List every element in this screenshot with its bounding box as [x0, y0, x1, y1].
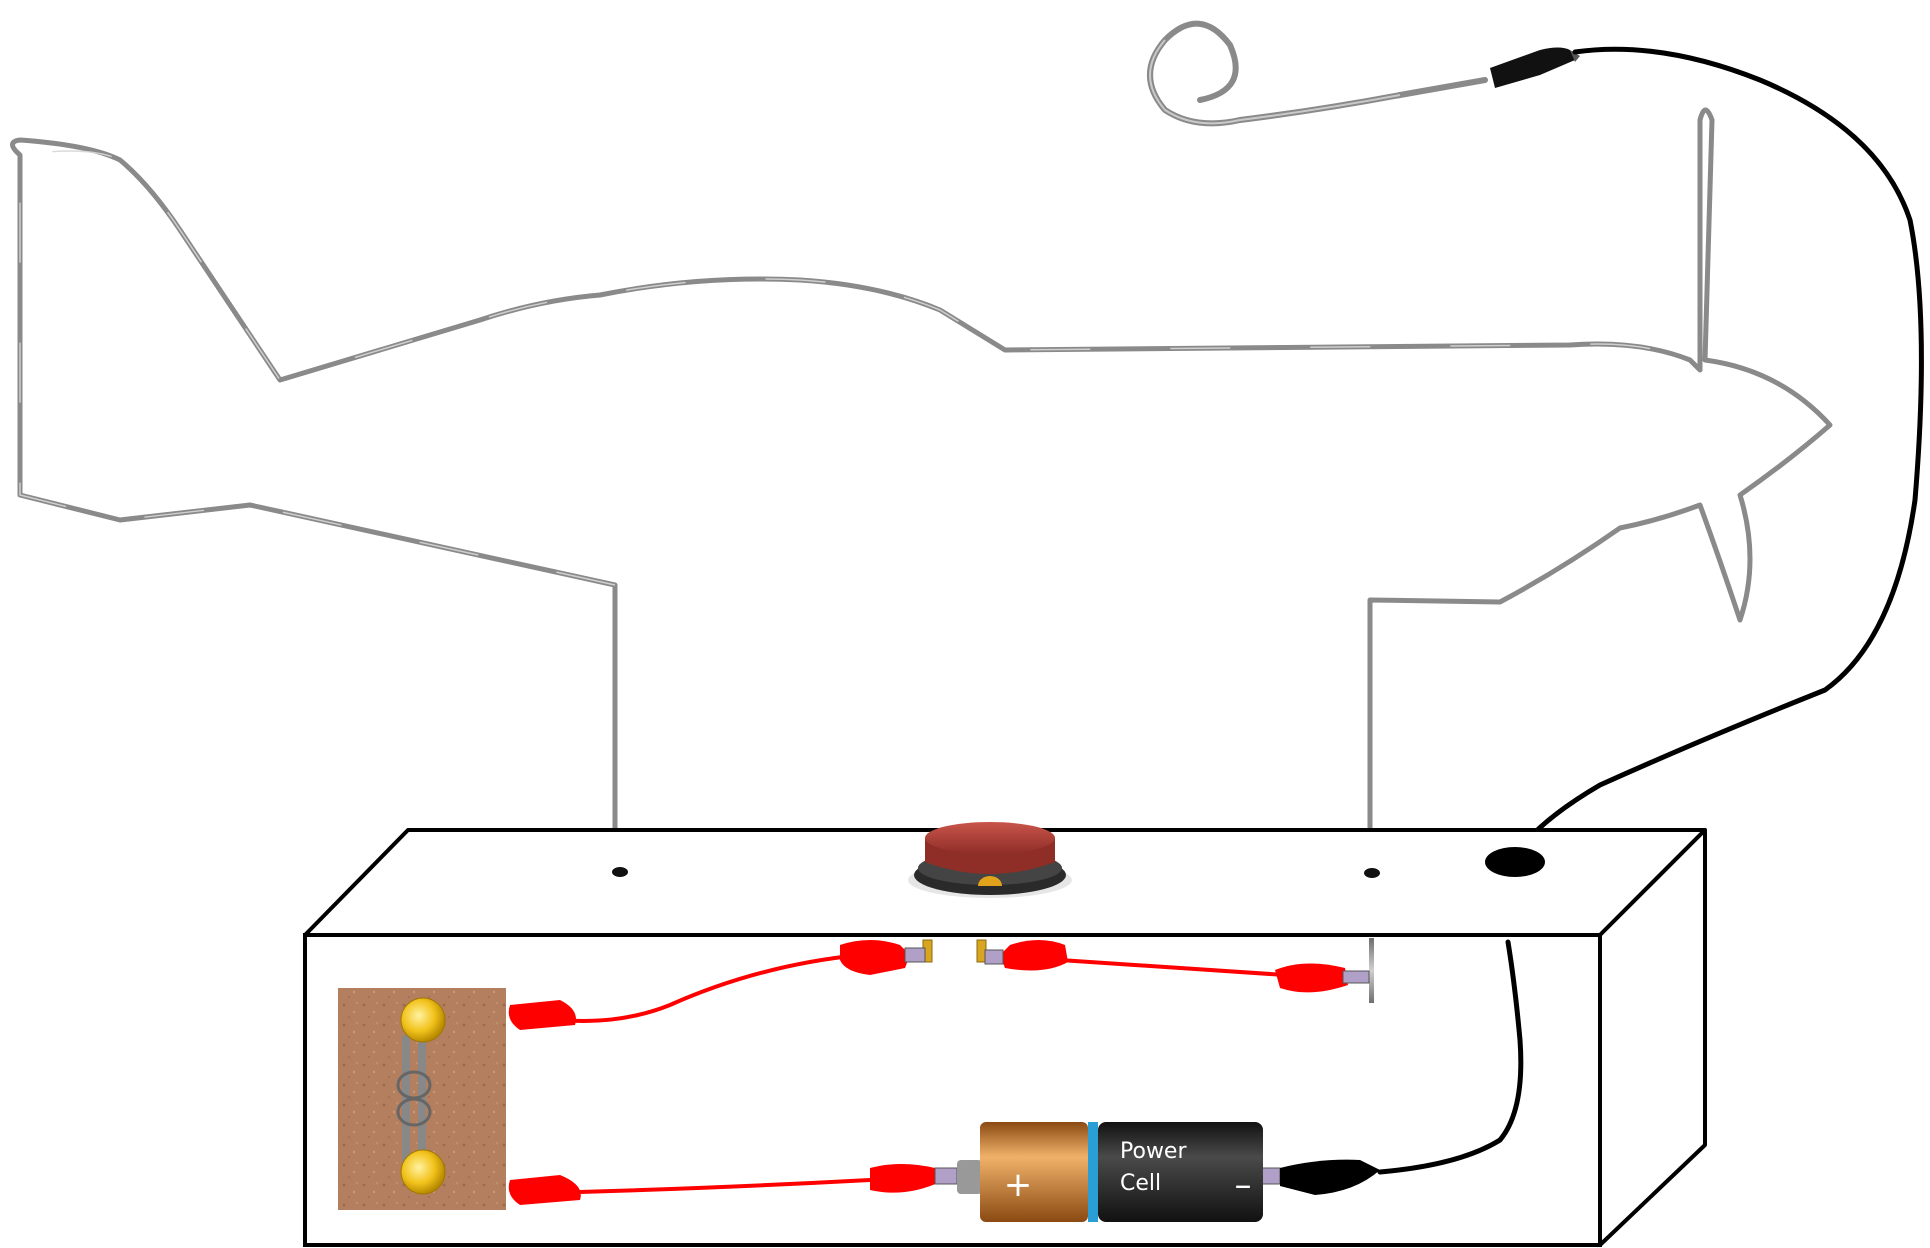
- battery-label-line2: Cell: [1120, 1171, 1161, 1196]
- battery-black: [1098, 1122, 1263, 1222]
- bulb-bottom: [400, 1149, 446, 1195]
- battery-icon: + Power Cell –: [957, 1122, 1263, 1222]
- wand: [1147, 20, 1924, 858]
- battery-plus: +: [1004, 1165, 1033, 1205]
- black-lead-wand: [1512, 46, 1924, 858]
- battery-label-line1: Power: [1120, 1139, 1187, 1164]
- red-lead-bulb-to-battery: [578, 1178, 872, 1194]
- alligator-clip-icon: [1490, 47, 1580, 88]
- wand-loop-shine: [1149, 39, 1401, 125]
- plane-wire-path: [10, 107, 1833, 883]
- bulb-top: [400, 997, 446, 1043]
- plane-wire: [10, 107, 1833, 883]
- red-lead-button-to-wire: [1058, 958, 1287, 977]
- battery-minus: –: [1235, 1165, 1252, 1205]
- hole-right: [1364, 868, 1380, 878]
- hole-left: [612, 867, 628, 877]
- wire-stub-right: [1369, 938, 1374, 1003]
- bulb-holder-icon: [338, 988, 506, 1210]
- clip-jaws: [904, 947, 1370, 1185]
- alligator-clip-icon: [508, 940, 1348, 1205]
- battery-copper: [980, 1122, 1088, 1222]
- push-button-icon: [908, 822, 1072, 898]
- box: [303, 822, 1707, 1247]
- hole-socket: [1485, 847, 1545, 877]
- red-leads: [558, 953, 1287, 1194]
- battery-band: [1088, 1122, 1098, 1222]
- red-lead-bulb-to-button: [558, 953, 862, 1023]
- black-lead-battery: [1280, 939, 1524, 1195]
